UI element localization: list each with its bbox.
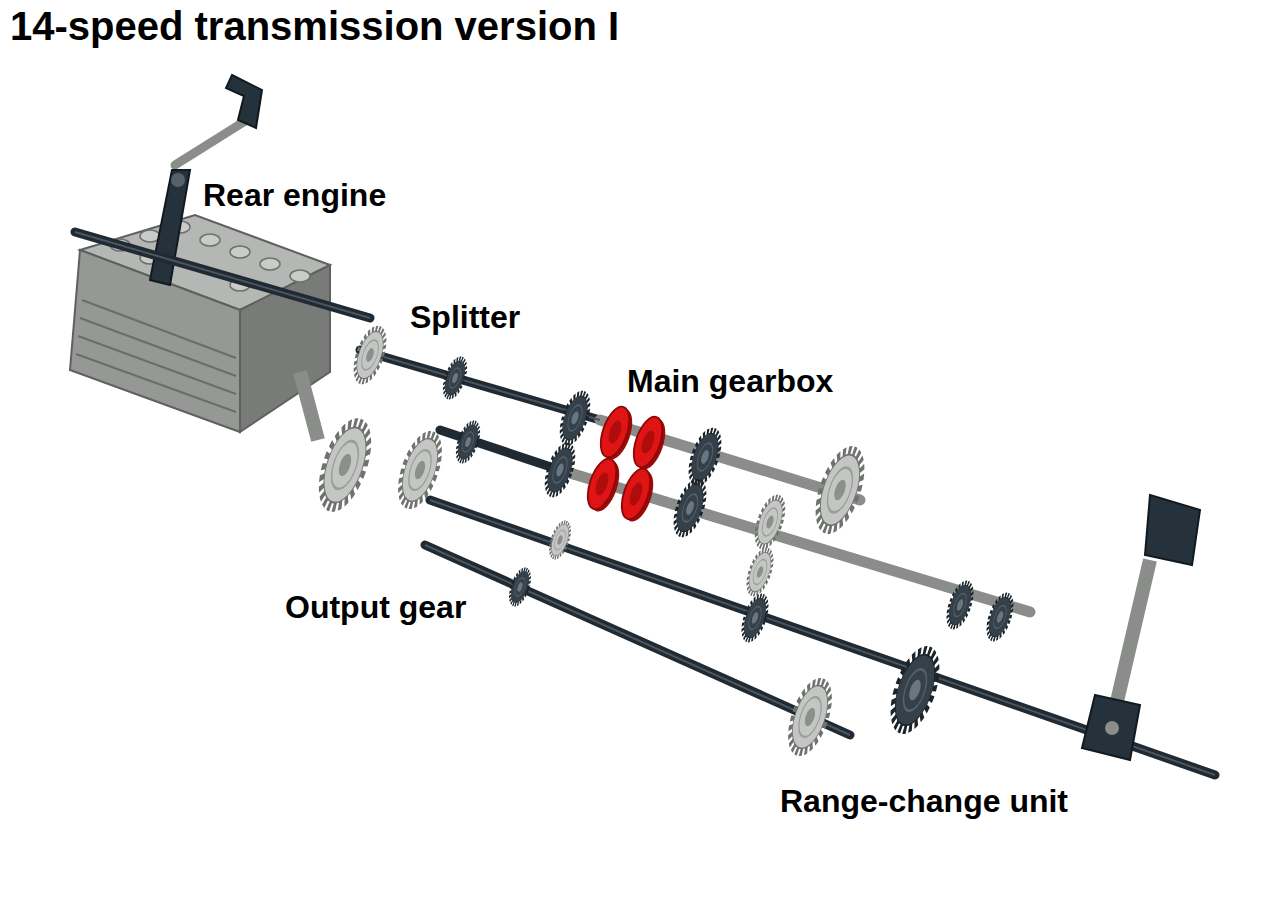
groove [78, 336, 236, 394]
axle-highlights [75, 232, 1215, 775]
gear [312, 417, 378, 513]
crank-handle [1145, 495, 1200, 565]
gear [738, 593, 772, 643]
crank-liftarm [1082, 695, 1140, 760]
gear [809, 445, 871, 535]
gear [743, 547, 777, 597]
axle [440, 430, 560, 470]
gear [751, 494, 790, 550]
clutch-ring [595, 403, 639, 463]
engine-grooves [76, 300, 236, 412]
part-label: Rear engine [200, 179, 389, 211]
gear [541, 442, 580, 498]
crank-handle [226, 75, 262, 128]
gear [943, 580, 977, 630]
part-label: Output gear [282, 591, 469, 623]
gear [349, 325, 390, 385]
crank-axle [1115, 560, 1150, 710]
part-label: Range-change unit [777, 785, 1071, 817]
gear [453, 420, 484, 464]
axle [75, 232, 370, 318]
gear [884, 645, 946, 735]
gear [782, 677, 837, 757]
axle-line [75, 232, 370, 318]
stud [200, 234, 220, 246]
pin-hole [1105, 721, 1119, 735]
vertical-axle [300, 372, 318, 440]
diagram-title: 14-speed transmission version I [10, 6, 619, 46]
groove [80, 318, 236, 376]
gear [669, 478, 710, 538]
groove [76, 354, 236, 412]
gear [983, 592, 1017, 642]
axle [430, 500, 1215, 775]
stud [290, 270, 310, 282]
pin-hole [171, 173, 185, 187]
output-gear [506, 567, 534, 607]
engine-studs [110, 221, 310, 291]
axle-line [425, 545, 850, 735]
crank-axle [175, 118, 250, 165]
gear [556, 390, 595, 446]
gear [440, 356, 471, 400]
gear [684, 427, 725, 487]
stud [260, 258, 280, 270]
stud [230, 246, 250, 258]
groove [82, 300, 236, 358]
clutch-ring [616, 465, 660, 525]
part-label: Splitter [407, 301, 523, 333]
gear [546, 520, 574, 560]
axle-line [430, 500, 1215, 775]
part-label: Main gearbox [624, 365, 836, 397]
clutch-ring [582, 455, 626, 515]
axle-line [360, 350, 600, 420]
clutch-ring [628, 413, 672, 473]
axle [360, 350, 600, 420]
gear [392, 430, 447, 510]
